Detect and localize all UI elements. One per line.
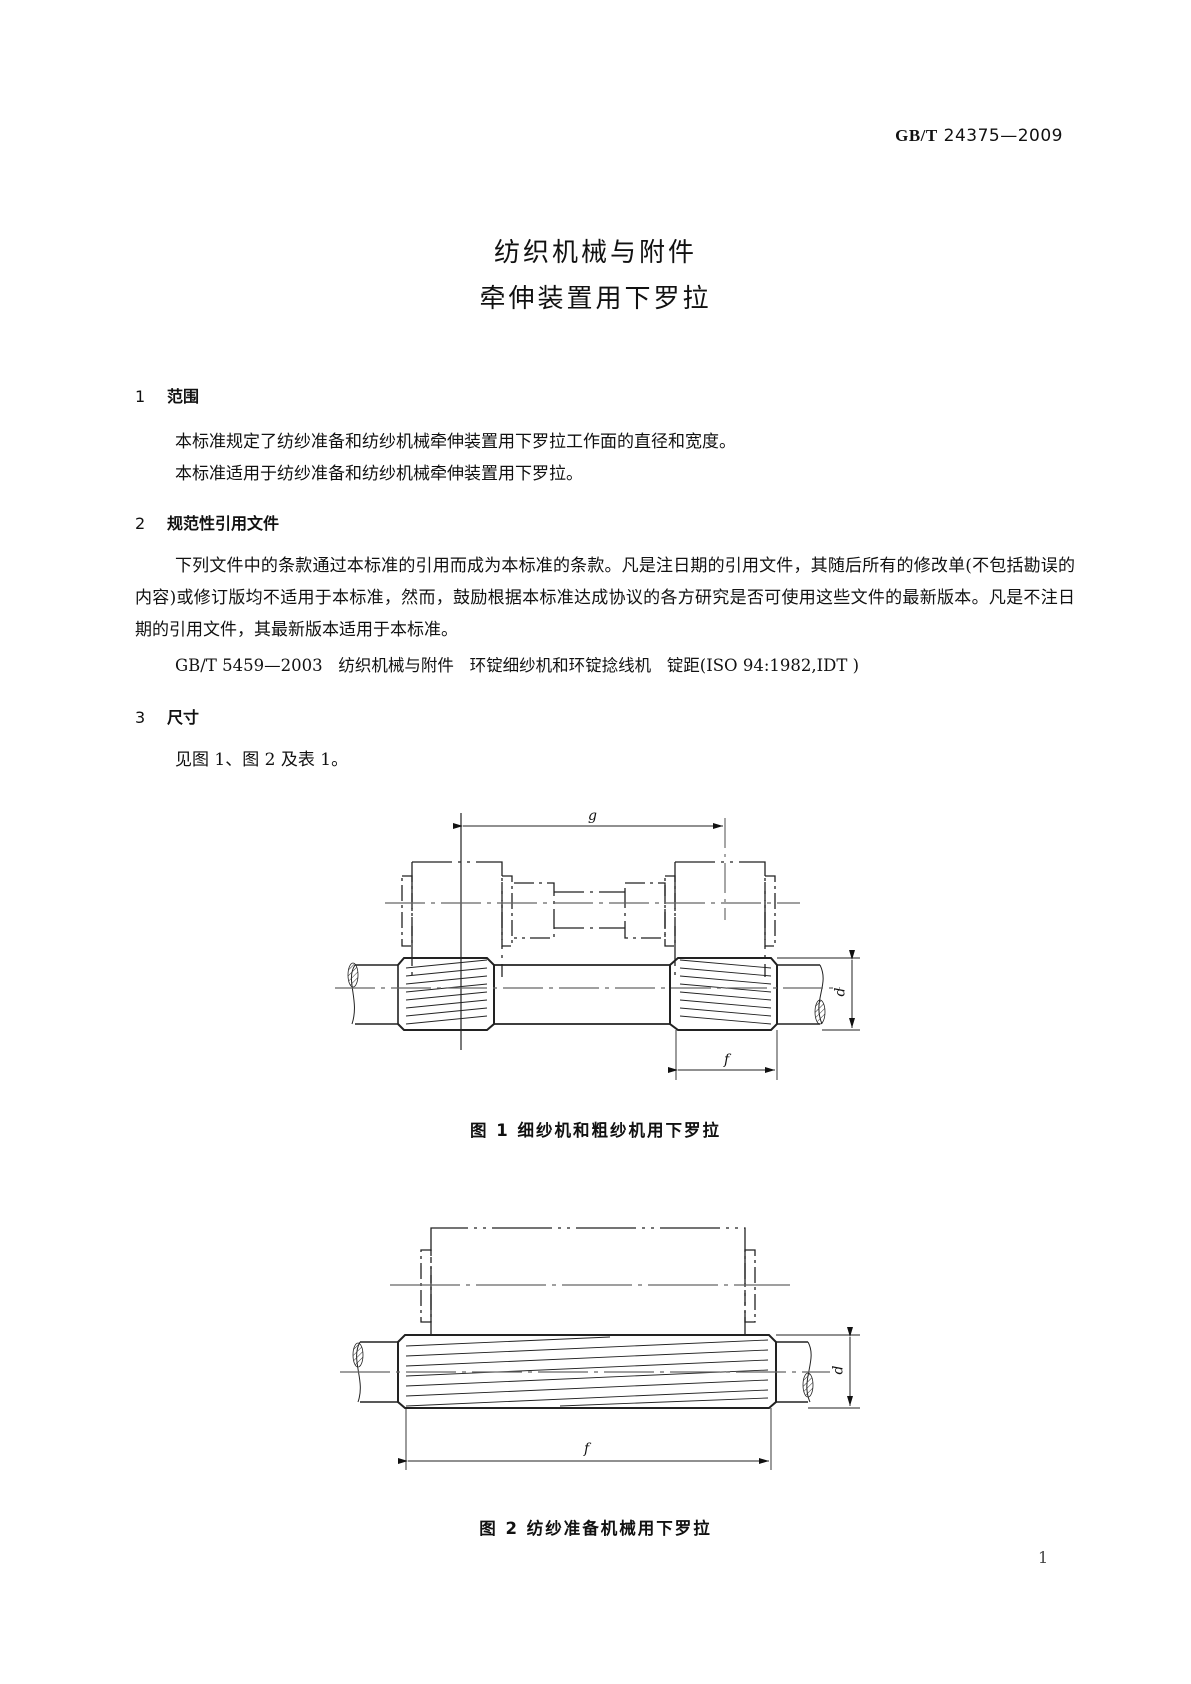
section-title: 范围 — [167, 387, 200, 406]
dimension-label-f: f — [584, 1441, 590, 1457]
section-1-heading: 1 范围 — [135, 383, 199, 407]
section-1-paragraph-1: 本标准规定了纺纱准备和纺纱机械牵伸装置用下罗拉工作面的直径和宽度。 — [175, 432, 736, 452]
section-number: 2 — [135, 514, 146, 533]
section-3-heading: 3 尺寸 — [135, 704, 199, 728]
dimension-label-f: f — [724, 1052, 730, 1068]
dimension-label-d: d — [830, 1365, 847, 1375]
figure-2-caption: 图 2 纺纱准备机械用下罗拉 — [479, 1519, 712, 1538]
section-2-heading: 2 规范性引用文件 — [135, 510, 279, 534]
normative-reference-item: GB/T 5459—2003 纺织机械与附件 环锭细纱机和环锭捻线机 锭距(IS… — [175, 656, 860, 675]
document-title-line1: 纺织机械与附件 — [493, 238, 697, 268]
document-title-line2: 牵伸装置用下罗拉 — [479, 284, 712, 314]
section-number: 1 — [135, 387, 146, 406]
section-number: 3 — [135, 708, 146, 727]
standard-prefix: GB/T — [895, 126, 938, 145]
paragraph-text: 下列文件中的条款通过本标准的引用而成为本标准的条款。凡是注日期的引用文件，其随后… — [135, 556, 1075, 640]
standard-number-value: 24375—2009 — [943, 126, 1063, 146]
page-number: 1 — [1038, 1548, 1049, 1567]
section-title: 规范性引用文件 — [167, 514, 280, 533]
figure-1-caption: 图 1 细纱机和粗纱机用下罗拉 — [470, 1121, 721, 1140]
section-3-paragraph-1: 见图 1、图 2 及表 1。 — [175, 750, 349, 770]
standard-number: GB/T 24375—2009 — [895, 126, 1063, 146]
section-2-paragraph-1: 下列文件中的条款通过本标准的引用而成为本标准的条款。凡是注日期的引用文件，其随后… — [135, 550, 1075, 646]
section-title: 尺寸 — [167, 708, 200, 727]
section-1-paragraph-2: 本标准适用于纺纱准备和纺纱机械牵伸装置用下罗拉。 — [175, 464, 583, 484]
dimension-label-g: g — [588, 808, 597, 824]
